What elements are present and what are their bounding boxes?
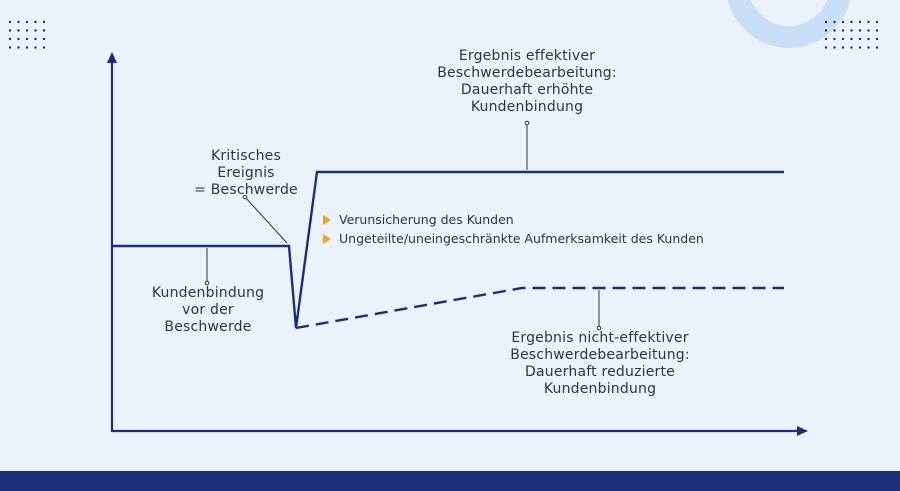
retention-line-ineffective bbox=[295, 286, 784, 330]
decor-dots-left bbox=[8, 20, 46, 49]
decor-dot bbox=[850, 46, 853, 49]
label-critical-event: Kritisches Ereignis = Beschwerde bbox=[194, 148, 298, 198]
list-item: Verunsicherung des Kunden bbox=[323, 210, 704, 229]
label-effective-result: Ergebnis effektiver Beschwerdebearbeitun… bbox=[437, 48, 617, 115]
decor-dot bbox=[25, 37, 29, 41]
decor-dot bbox=[858, 37, 862, 41]
decor-dot bbox=[824, 29, 828, 32]
bullet-triangle-icon bbox=[323, 214, 331, 225]
decor-dot bbox=[867, 29, 870, 32]
decor-dot bbox=[841, 46, 845, 49]
decor-dot bbox=[34, 46, 37, 49]
decor-dot bbox=[867, 46, 870, 49]
decor-dot bbox=[25, 46, 29, 49]
decor-dot bbox=[17, 37, 20, 41]
decor-dot bbox=[42, 20, 46, 24]
leader-critical-event bbox=[244, 196, 288, 244]
decor-dot bbox=[42, 37, 46, 41]
y-axis-arrow bbox=[107, 52, 117, 63]
decor-dot bbox=[25, 20, 29, 24]
decor-dot bbox=[8, 46, 12, 49]
decor-dot bbox=[875, 37, 879, 41]
decor-dot bbox=[34, 20, 37, 24]
decor-dot bbox=[850, 37, 853, 41]
decor-dot bbox=[875, 20, 879, 24]
list-item: Ungeteilte/uneingeschränkte Aufmerksamke… bbox=[323, 229, 704, 248]
leader-dot-retention-before bbox=[204, 280, 210, 286]
decor-dot bbox=[833, 46, 836, 49]
footer-bar bbox=[0, 471, 900, 491]
leader-dot-ineffective bbox=[596, 325, 602, 331]
decor-dot bbox=[8, 37, 12, 41]
decor-dot bbox=[824, 37, 828, 41]
decor-dot bbox=[34, 29, 37, 32]
decor-ring bbox=[727, 0, 851, 48]
decor-dot bbox=[833, 37, 836, 41]
decor-dot bbox=[17, 46, 20, 49]
decor-dot bbox=[17, 29, 20, 32]
decor-dot bbox=[841, 37, 845, 41]
decor-dot bbox=[824, 46, 828, 49]
decor-dot bbox=[850, 20, 853, 24]
decor-dot bbox=[875, 29, 879, 32]
decor-dot bbox=[42, 46, 46, 49]
effects-list: Verunsicherung des Kunden Ungeteilte/une… bbox=[323, 210, 704, 248]
decor-dot bbox=[8, 29, 12, 32]
decor-dot bbox=[833, 20, 836, 24]
decor-dot bbox=[34, 37, 37, 41]
decor-dot bbox=[867, 37, 870, 41]
decor-dot bbox=[17, 20, 20, 24]
decor-dots-right bbox=[824, 20, 879, 49]
decor-dot bbox=[833, 29, 836, 32]
decor-dot bbox=[8, 20, 12, 24]
leader-dot-critical-event bbox=[242, 194, 248, 200]
x-axis-arrow bbox=[797, 426, 808, 436]
decor-dot bbox=[858, 29, 862, 32]
decor-dot bbox=[25, 29, 29, 32]
decor-dot bbox=[841, 20, 845, 24]
decor-dot bbox=[858, 46, 862, 49]
label-retention-before: Kundenbindung vor der Beschwerde bbox=[151, 285, 265, 335]
decor-dot bbox=[875, 46, 879, 49]
leader-dot-effective bbox=[524, 120, 530, 126]
decor-dot bbox=[824, 20, 828, 24]
decor-dot bbox=[867, 20, 870, 24]
decor-dot bbox=[850, 29, 853, 32]
decor-dot bbox=[841, 29, 845, 32]
decor-dot bbox=[858, 20, 862, 24]
label-ineffective-result: Ergebnis nicht-effektiver Beschwerdebear… bbox=[510, 330, 690, 397]
bullet-triangle-icon bbox=[323, 233, 331, 244]
decor-dot bbox=[42, 29, 46, 32]
